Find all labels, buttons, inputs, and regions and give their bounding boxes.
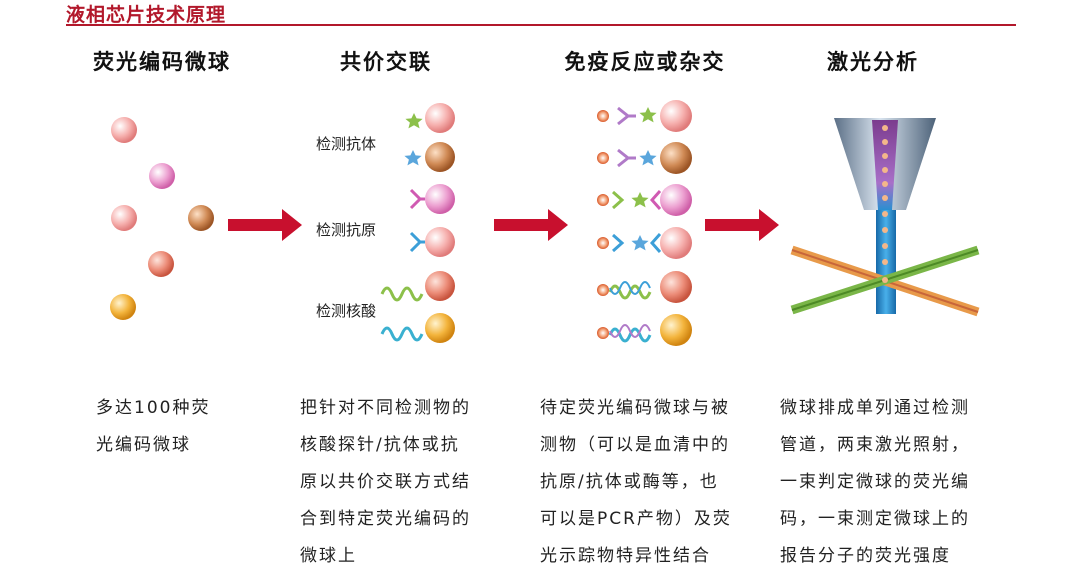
- star-antibody-icon: [404, 150, 422, 166]
- microsphere: [111, 117, 137, 143]
- description-line: 微球排成单列通过检测: [780, 398, 970, 418]
- title-underline: [66, 24, 1016, 26]
- description-line: 可以是PCR产物）及荧: [540, 509, 732, 529]
- label-detect-nucleic-acid: 检测核酸: [316, 302, 377, 320]
- description-line: 核酸探针/抗体或抗: [300, 435, 460, 455]
- microsphere: [111, 205, 137, 231]
- label-detect-antibody: 检测抗体: [316, 135, 377, 153]
- binding-column: [597, 100, 692, 346]
- description-line: 测物（可以是血清中的: [540, 435, 730, 455]
- step-4-description: 微球排成单列通过检测 管道，两束激光照射， 一束判定微球的荧光编 码，一束测定微…: [780, 390, 995, 575]
- microsphere: [148, 251, 174, 277]
- fluorescent-tag-icon: [597, 237, 609, 249]
- description-line: 多达100种荧: [96, 398, 211, 418]
- step-2-title: 共价交联: [340, 50, 432, 74]
- label-detect-antigen: 检测抗原: [316, 221, 377, 239]
- step-4-title: 激光分析: [827, 50, 919, 74]
- page-title: 液相芯片技术原理: [66, 4, 227, 26]
- description-line: 原以共价交联方式结: [300, 472, 471, 492]
- nucleic-acid-probe-icon: [380, 326, 424, 342]
- description-line: 报告分子的荧光强度: [780, 546, 951, 566]
- microsphere: [110, 294, 136, 320]
- description-line: 微球上: [300, 546, 357, 566]
- arrow-right-icon: [705, 209, 779, 241]
- step-3-title: 免疫反应或杂交: [564, 50, 726, 74]
- fluorescent-tag-icon: [597, 152, 609, 164]
- description-line: 把针对不同检测物的: [300, 398, 471, 418]
- description-line: 待定荧光编码微球与被: [540, 398, 730, 418]
- step-1-description: 多达100种荧 光编码微球: [96, 390, 311, 464]
- flow-cell-graphic: [790, 118, 980, 317]
- probe-bead-column: [380, 103, 455, 343]
- description-line: 光编码微球: [96, 435, 191, 455]
- fluorescent-tag-icon: [597, 327, 609, 339]
- arrow-right-icon: [494, 209, 568, 241]
- description-line: 抗原/抗体或酶等，也: [540, 472, 719, 492]
- bead-cluster: [110, 117, 214, 320]
- star-antibody-icon: [405, 113, 423, 129]
- microsphere: [188, 205, 214, 231]
- step-1-title: 荧光编码微球: [93, 50, 231, 74]
- microsphere: [149, 163, 175, 189]
- step-3-description: 待定荧光编码微球与被 测物（可以是血清中的 抗原/抗体或酶等，也 可以是PCR产…: [540, 390, 755, 575]
- arrow-right-icon: [228, 209, 302, 241]
- description-line: 一束判定微球的荧光编: [780, 472, 970, 492]
- y-antibody-icon: [409, 231, 423, 253]
- description-line: 码，一束测定微球上的: [780, 509, 970, 529]
- description-line: 合到特定荧光编码的: [300, 509, 471, 529]
- description-line: 管道，两束激光照射，: [780, 435, 970, 455]
- fluorescent-tag-icon: [597, 194, 609, 206]
- fluorescent-tag-icon: [597, 284, 609, 296]
- nucleic-acid-probe-icon: [380, 286, 424, 302]
- step-2-description: 把针对不同检测物的 核酸探针/抗体或抗 原以共价交联方式结 合到特定荧光编码的 …: [300, 390, 515, 575]
- fluorescent-tag-icon: [597, 110, 609, 122]
- y-antibody-icon: [409, 188, 423, 210]
- description-line: 光示踪物特异性结合: [540, 546, 711, 566]
